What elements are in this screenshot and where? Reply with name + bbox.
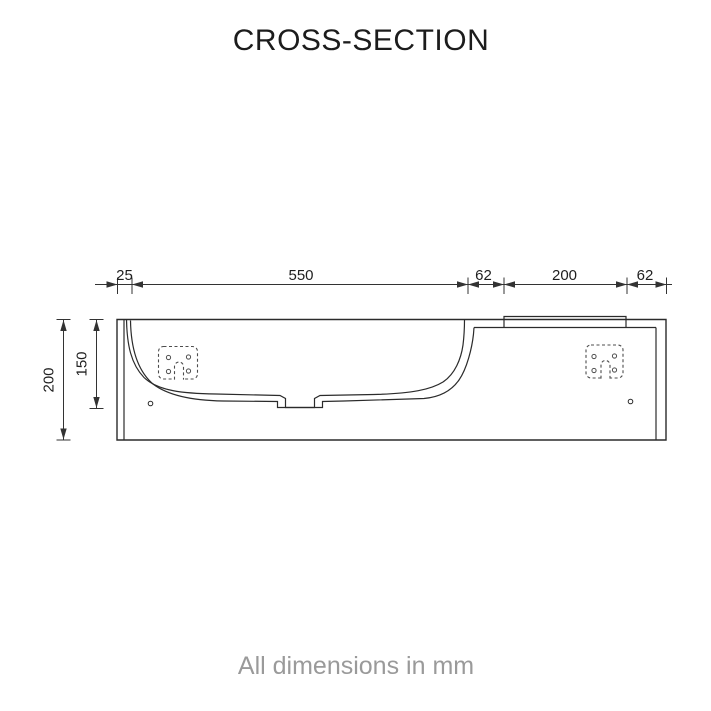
units-note: All dimensions in mm — [238, 652, 474, 680]
dim-arrow-right — [106, 281, 118, 288]
dim-arrow-down — [60, 428, 67, 440]
basin-section-drawing — [116, 315, 667, 441]
mounting-bracket-left — [157, 345, 199, 380]
bowl-inner-surface — [125, 319, 466, 409]
mounting-bracket-right — [585, 344, 624, 379]
dim-label-200-height: 200 — [41, 367, 58, 392]
dim-arrow-right — [493, 281, 504, 288]
dim-label-150-depth: 150 — [74, 351, 91, 376]
dim-arrow-left — [504, 281, 515, 288]
dim-arrow-right — [655, 281, 667, 288]
vertical-dimension-bowl-depth: 150 — [74, 319, 104, 409]
bracket-right-keyhole-slot — [600, 359, 611, 379]
dim-arrow-up — [93, 320, 100, 331]
bracket-left-screw-hole — [185, 354, 192, 360]
dim-arrow-right — [457, 281, 468, 288]
bracket-left-screw-hole — [165, 368, 172, 375]
fixing-hole-right — [627, 398, 634, 405]
page-title: CROSS-SECTION — [233, 24, 490, 57]
dim-arrow-left — [627, 281, 638, 288]
basin-outer-profile — [116, 318, 667, 441]
dim-label-25: 25 — [116, 267, 133, 284]
bracket-left-keyhole-slot — [173, 361, 185, 380]
bowl-shell-under-surface — [129, 320, 475, 409]
dim-label-550: 550 — [288, 267, 313, 284]
dim-label-62-left: 62 — [475, 267, 492, 284]
bracket-right-screw-hole — [591, 353, 597, 360]
dim-arrow-left — [132, 281, 143, 288]
dim-arrow-left — [468, 281, 479, 288]
deck-cover-plate — [503, 315, 627, 328]
vertical-dimension-overall-height: 200 — [41, 319, 71, 441]
bracket-right-screw-hole — [591, 367, 597, 374]
dimension-caps-150 — [89, 319, 104, 409]
bracket-left-screw-hole — [165, 354, 172, 361]
dimension-caps-200 — [56, 319, 71, 441]
dim-arrow-up — [60, 320, 67, 331]
dim-label-62-right: 62 — [637, 267, 654, 284]
dim-arrow-down — [93, 397, 100, 408]
dim-label-200-deck: 200 — [552, 267, 577, 284]
dim-arrow-right — [616, 281, 627, 288]
horizontal-dimension-chain: 25 550 62 200 62 — [95, 267, 672, 294]
bracket-left-screw-hole — [185, 368, 192, 374]
extension-ticks — [117, 277, 667, 294]
bracket-right-screw-hole — [611, 367, 618, 373]
bracket-right-screw-hole — [611, 353, 618, 359]
fixing-hole-left — [147, 400, 154, 407]
